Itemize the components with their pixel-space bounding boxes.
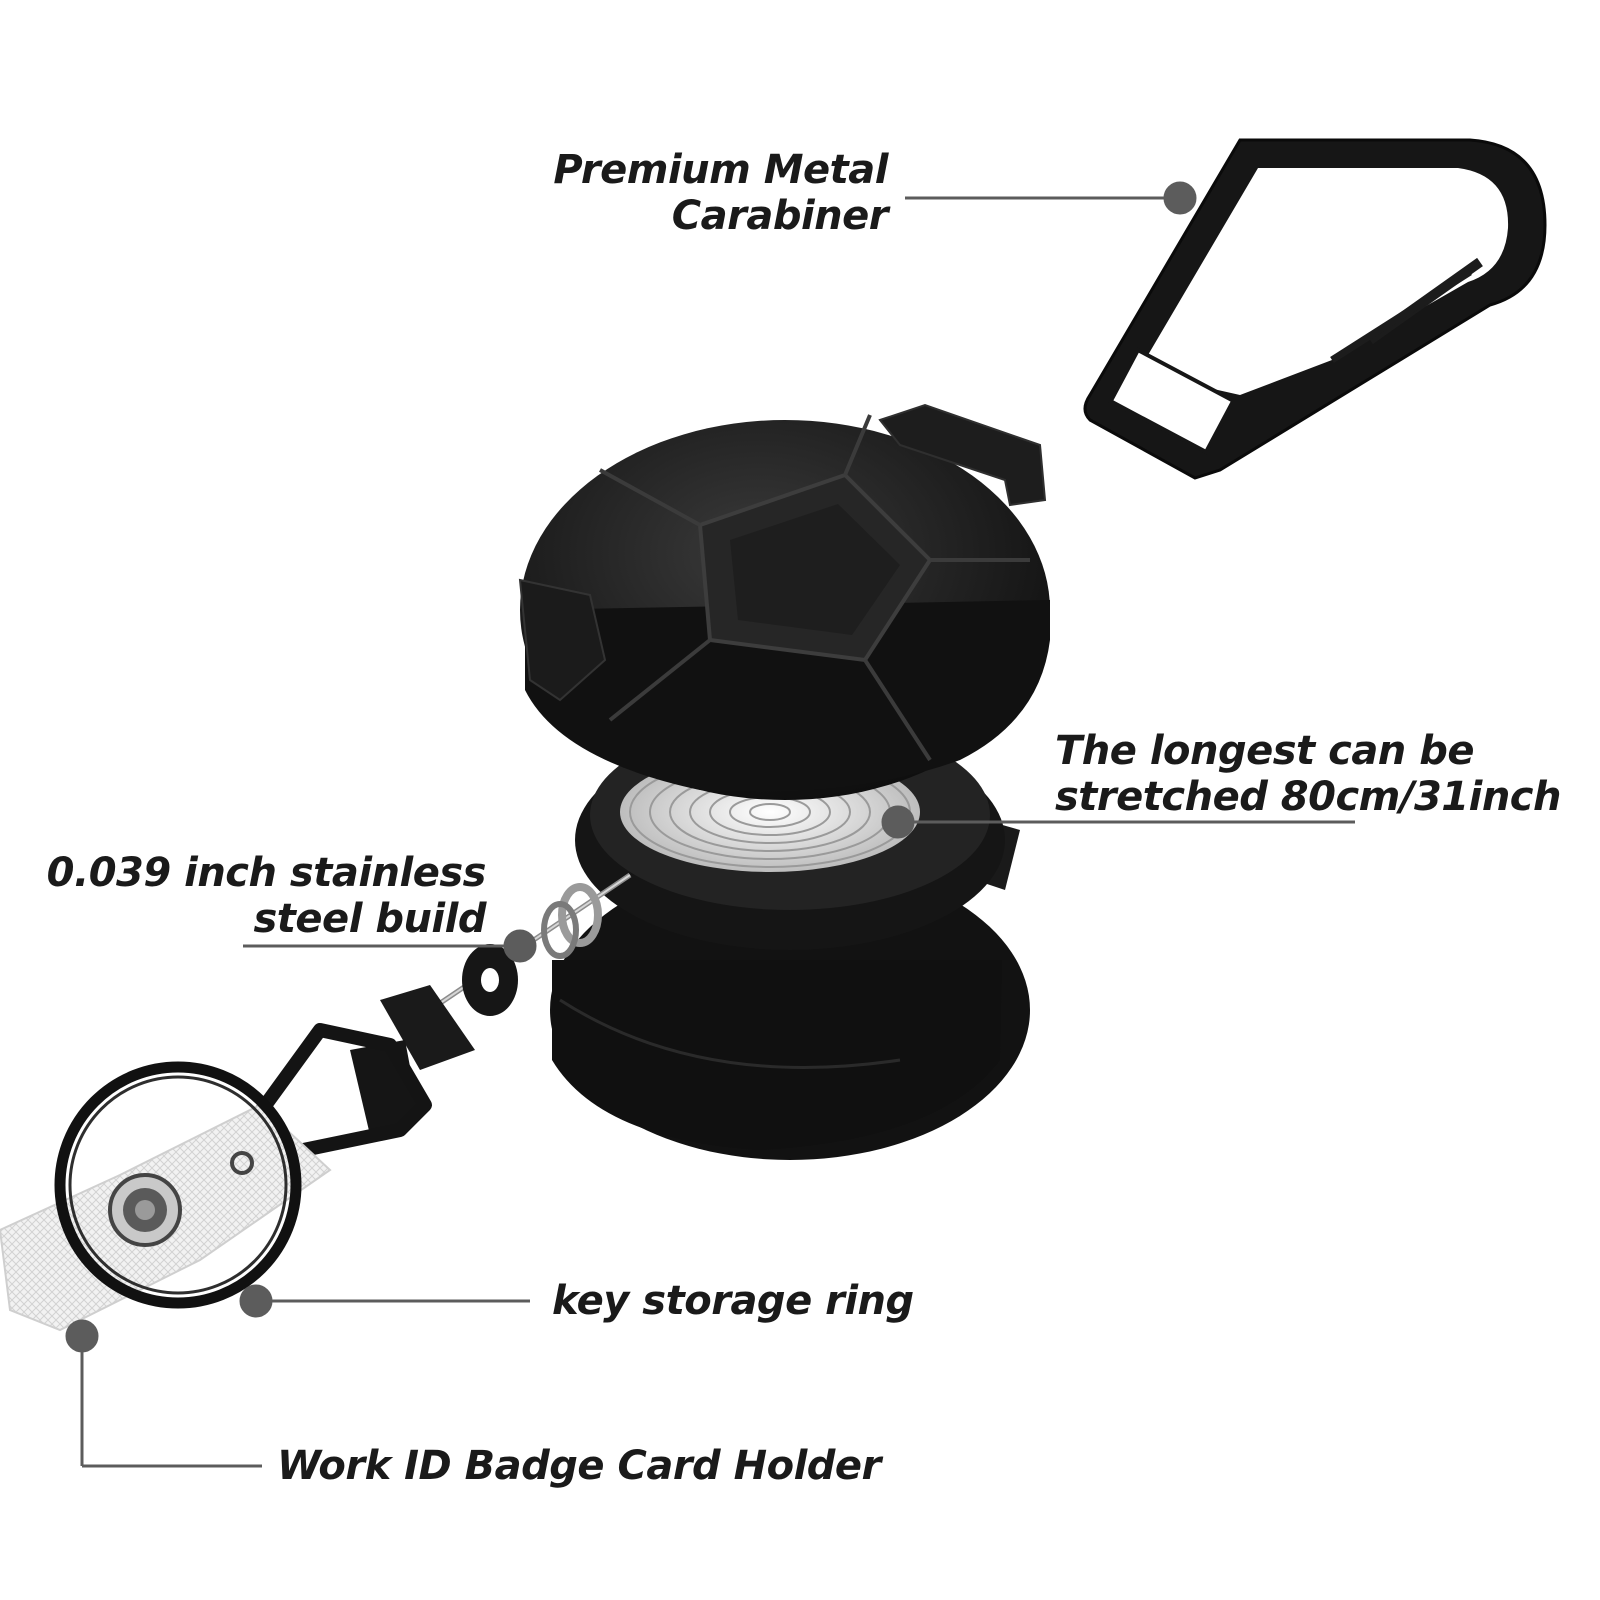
leader-lines: [65, 181, 1355, 1468]
callout-steel-line2: steel build: [253, 896, 487, 942]
callout-stretch-length: The longest can be stretched 80cm/31inch: [1055, 728, 1561, 820]
reel-cap-image: [518, 403, 1050, 800]
callout-steel-line1: 0.039 inch stainless: [46, 850, 487, 896]
callout-stretch-line2: stretched 80cm/31inch: [1055, 774, 1561, 820]
callout-badge-label: Work ID Badge Card Holder: [277, 1443, 881, 1489]
callout-steel-build: 0.039 inch stainless steel build: [10, 850, 487, 942]
callout-carabiner-line1: Premium Metal: [553, 147, 888, 193]
callout-carabiner-line2: Carabiner: [671, 193, 889, 239]
callout-stretch-line1: The longest can be: [1055, 728, 1474, 774]
key-ring-image: [54, 1061, 302, 1309]
badge-strap-image: [0, 1103, 332, 1332]
carabiner-image: [1083, 138, 1547, 480]
callout-key-ring: key storage ring: [552, 1278, 914, 1324]
callout-badge-holder: Work ID Badge Card Holder: [277, 1443, 881, 1489]
callout-carabiner: Premium Metal Carabiner: [500, 147, 888, 239]
callout-key-ring-label: key storage ring: [552, 1278, 914, 1324]
